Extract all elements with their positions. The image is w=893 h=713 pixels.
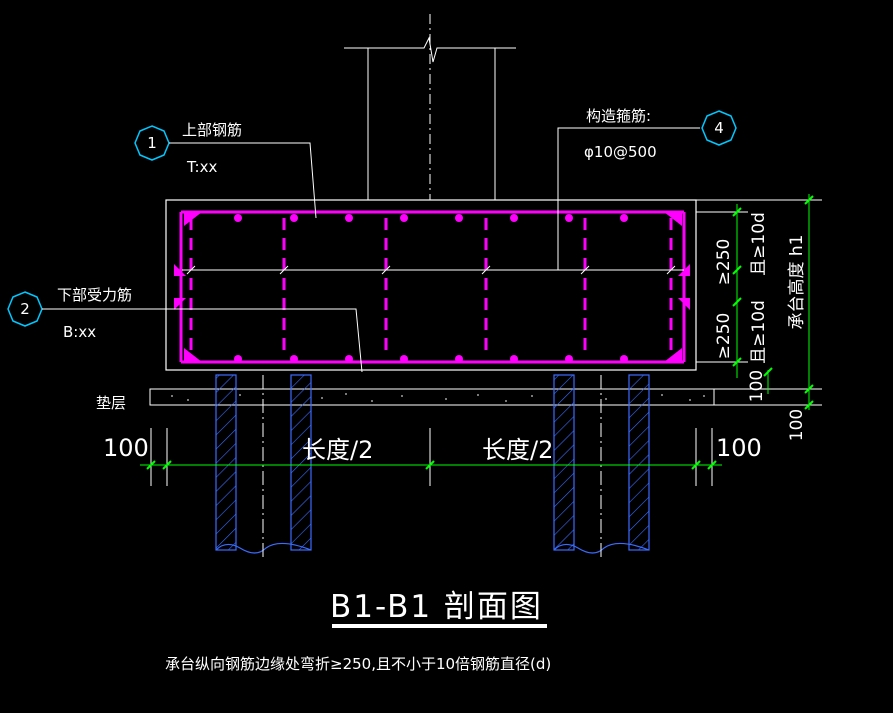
pile-cap-outline xyxy=(165,199,697,371)
callout-1-number: 1 xyxy=(147,134,157,152)
section-note: 承台纵向钢筋边缘处弯折≥250,且不小于10倍钢筋直径(d) xyxy=(165,655,551,673)
height-extension-lines xyxy=(696,199,822,406)
dim-ge10d-top: 且≥10d xyxy=(749,212,769,276)
dim-left-100: 100 xyxy=(103,434,149,462)
callout-2: 2 xyxy=(7,291,363,373)
bottom-rebar-value: B:xx xyxy=(63,323,96,341)
bottom-rebar-label: 下部受力筋 xyxy=(57,286,132,304)
rebar-cage xyxy=(174,210,690,364)
length-dimension-line xyxy=(140,460,722,470)
dim-cushion-100-a: 100 xyxy=(747,370,767,402)
dim-right-100: 100 xyxy=(716,434,762,462)
pile-left xyxy=(215,374,312,560)
callout-4-number: 4 xyxy=(714,119,724,137)
dim-half-length-left: 长度/2 xyxy=(302,436,373,464)
cushion-layer xyxy=(149,388,715,406)
dim-half-length-right: 长度/2 xyxy=(482,436,553,464)
title-underline xyxy=(332,624,547,628)
dim-cap-height: 承台高度 h1 xyxy=(787,235,807,330)
top-rebar-label: 上部钢筋 xyxy=(182,121,242,139)
callout-2-number: 2 xyxy=(20,300,30,318)
dim-ge250-top: ≥250 xyxy=(714,239,734,286)
stirrup-label: 构造箍筋: xyxy=(586,107,651,125)
section-title: B1-B1 剖面图 xyxy=(330,589,543,625)
stirrup-leader xyxy=(182,127,700,275)
top-rebar-value: T:xx xyxy=(186,158,217,176)
dim-ge250-bottom: ≥250 xyxy=(714,313,734,360)
stirrup-value: φ10@500 xyxy=(584,143,657,161)
dim-ge10d-bottom: 且≥10d xyxy=(749,300,769,364)
cushion-label: 垫层 xyxy=(96,394,126,412)
dim-cushion-100-b: 100 xyxy=(787,409,807,441)
pile-right xyxy=(553,374,650,560)
length-dimension xyxy=(150,428,713,486)
column xyxy=(344,14,516,200)
callout-4: 4 xyxy=(701,110,737,146)
height-dimension-lines xyxy=(732,194,814,410)
callout-1: 1 xyxy=(134,125,317,219)
